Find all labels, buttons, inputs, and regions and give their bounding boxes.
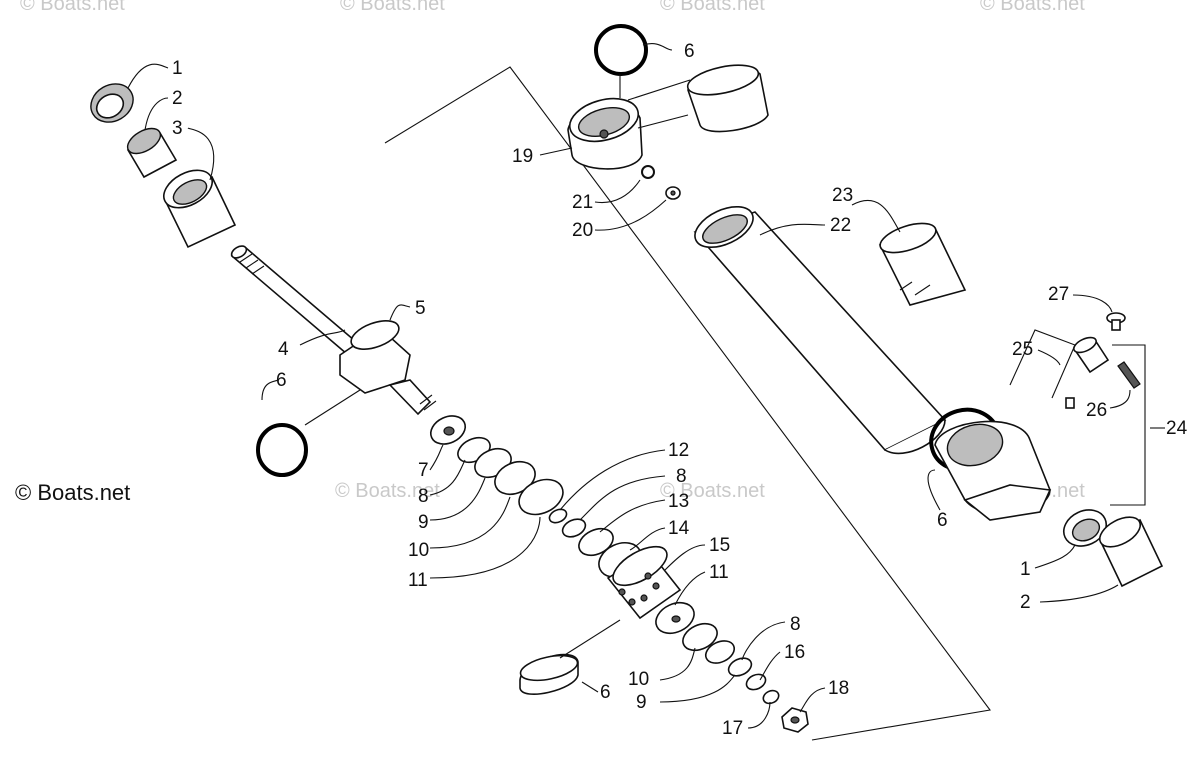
callout-12: 12 — [668, 440, 689, 461]
callout-13: 13 — [668, 491, 689, 512]
callout-9: 9 — [418, 512, 429, 533]
assembly-bracket — [384, 66, 991, 741]
part-21-clip — [641, 165, 655, 179]
part-27-screw — [1106, 312, 1126, 331]
callout-27: 27 — [1048, 284, 1069, 305]
callout-8-c: 8 — [790, 614, 801, 635]
part-5-shaft-eye — [339, 320, 437, 416]
part-18-nut — [781, 707, 809, 733]
callout-8: 8 — [418, 486, 429, 507]
callout-6-oring-left: 6 — [276, 370, 287, 391]
callout-1: 1 — [172, 58, 183, 79]
copyright-label: © Boats.net — [15, 480, 130, 505]
part-1-bushing-right — [1063, 509, 1107, 547]
callout-20: 20 — [572, 220, 593, 241]
callout-6-right: 6 — [937, 510, 948, 531]
watermark: © Boats.net — [980, 0, 1085, 15]
callout-1-right: 1 — [1020, 559, 1031, 580]
part-6-oring-left — [256, 423, 308, 477]
callout-17: 17 — [722, 718, 743, 739]
shim-stack-lower — [655, 601, 780, 705]
part-4-shaft — [230, 245, 370, 361]
callout-25: 25 — [1012, 339, 1033, 360]
part-23-sleeve — [878, 222, 967, 306]
callout-labels: 1 2 3 4 5 6 6 6 6 7 8 9 10 11 12 8 13 14… — [172, 41, 1188, 739]
part-2-sleeve-right — [1098, 516, 1164, 588]
part-1-bushing — [90, 83, 134, 123]
callout-10: 10 — [408, 540, 429, 561]
part-6-oring-top — [594, 24, 648, 76]
callout-11-b: 11 — [709, 562, 729, 583]
part-25-schrader — [1073, 336, 1110, 374]
bracket-24 — [1110, 344, 1146, 506]
callout-10-b: 10 — [628, 669, 649, 690]
part-26-pin — [1117, 361, 1141, 389]
callout-6-top: 6 — [684, 41, 695, 62]
watermark: © Boats.net — [660, 0, 765, 15]
callout-2-right: 2 — [1020, 592, 1031, 613]
watermark: © Boats.net — [335, 480, 440, 502]
valve-small-part — [1065, 397, 1075, 409]
leader-lines — [127, 43, 1165, 729]
watermark: © Boats.net — [340, 0, 445, 15]
callout-6-lower: 6 — [600, 682, 611, 703]
callout-26: 26 — [1086, 400, 1107, 421]
callout-7: 7 — [418, 460, 429, 481]
callout-24: 24 — [1166, 418, 1188, 439]
callout-11: 11 — [408, 570, 428, 591]
callout-15: 15 — [709, 535, 730, 556]
valve-bracket — [1009, 329, 1076, 399]
callout-19: 19 — [512, 146, 533, 167]
part-3-bearing — [163, 169, 237, 249]
callout-5: 5 — [415, 298, 426, 319]
watermark: © Boats.net — [660, 480, 765, 502]
part-22-body-tube — [693, 205, 947, 455]
callout-3: 3 — [172, 118, 183, 139]
part-6-band-top — [686, 64, 769, 133]
callout-21: 21 — [572, 192, 593, 213]
callout-9-b: 9 — [636, 692, 647, 713]
callout-23: 23 — [832, 185, 853, 206]
callout-16: 16 — [784, 642, 805, 663]
part-20-valve — [665, 186, 681, 200]
callout-22: 22 — [830, 215, 851, 236]
part-2-sleeve — [126, 127, 178, 179]
shim-stack-upper — [457, 436, 642, 579]
part-15-piston — [606, 545, 682, 620]
part-19-end-cap — [567, 97, 643, 170]
callout-2: 2 — [172, 88, 183, 109]
lower-body — [934, 420, 1052, 521]
callout-8-b: 8 — [676, 466, 687, 487]
callout-18: 18 — [828, 678, 849, 699]
part-6-wear-band-lower — [519, 653, 579, 695]
callout-14: 14 — [668, 518, 690, 539]
part-7-washer — [429, 415, 467, 445]
watermark: © Boats.net — [20, 0, 125, 15]
callout-4: 4 — [278, 339, 289, 360]
